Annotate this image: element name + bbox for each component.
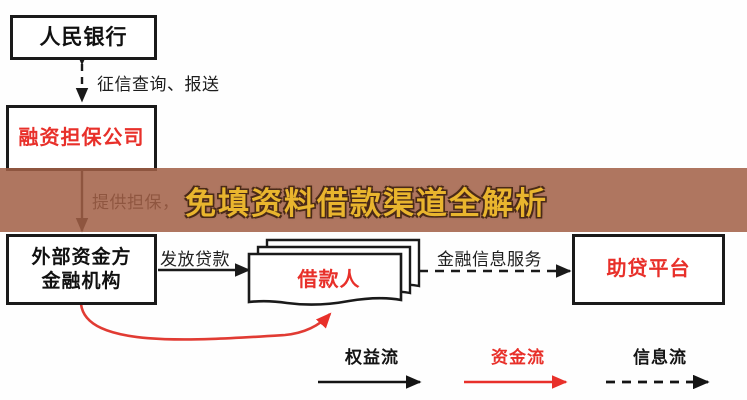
edge-label-issue-loan: 发放贷款 bbox=[160, 250, 230, 269]
legend-label-information-flow: 信息流 bbox=[633, 348, 687, 367]
node-borrower-label: 借款人 bbox=[297, 268, 361, 291]
node-loan-facilitation-platform[interactable]: 助贷平台 bbox=[572, 234, 725, 305]
legend-item-equity-flow: 权益流 bbox=[312, 343, 432, 389]
legend-item-capital-flow: 资金流 bbox=[458, 343, 578, 389]
legend: 权益流 资金流 信息流 bbox=[300, 343, 720, 395]
edge-label-provide-guarantee: 提供担保， bbox=[92, 193, 180, 212]
edge-label-financial-info-service: 金融信息服务 bbox=[437, 250, 542, 269]
borrower-stack-shape bbox=[247, 238, 421, 306]
node-peoples-bank-label: 人民银行 bbox=[39, 25, 128, 49]
edge-capital-flow bbox=[79, 303, 332, 341]
node-borrower[interactable]: 借款人 bbox=[247, 238, 421, 306]
legend-arrow-solid-black bbox=[318, 375, 422, 389]
node-external-funder-label: 外部资金方 金融机构 bbox=[31, 247, 132, 292]
node-peoples-bank[interactable]: 人民银行 bbox=[10, 15, 157, 60]
legend-arrow-dashed-black bbox=[606, 375, 710, 389]
node-loan-facilitation-platform-label: 助贷平台 bbox=[606, 258, 691, 281]
node-financing-guarantee-company[interactable]: 融资担保公司 bbox=[6, 105, 157, 171]
edge-label-credit-inquiry: 征信查询、报送 bbox=[97, 75, 220, 94]
legend-arrow-solid-red bbox=[464, 375, 568, 389]
node-financing-guarantee-company-label: 融资担保公司 bbox=[18, 126, 145, 149]
node-external-funder[interactable]: 外部资金方 金融机构 bbox=[6, 234, 157, 305]
legend-label-capital-flow: 资金流 bbox=[491, 348, 545, 367]
legend-label-equity-flow: 权益流 bbox=[345, 348, 399, 367]
legend-item-information-flow: 信息流 bbox=[600, 343, 720, 389]
